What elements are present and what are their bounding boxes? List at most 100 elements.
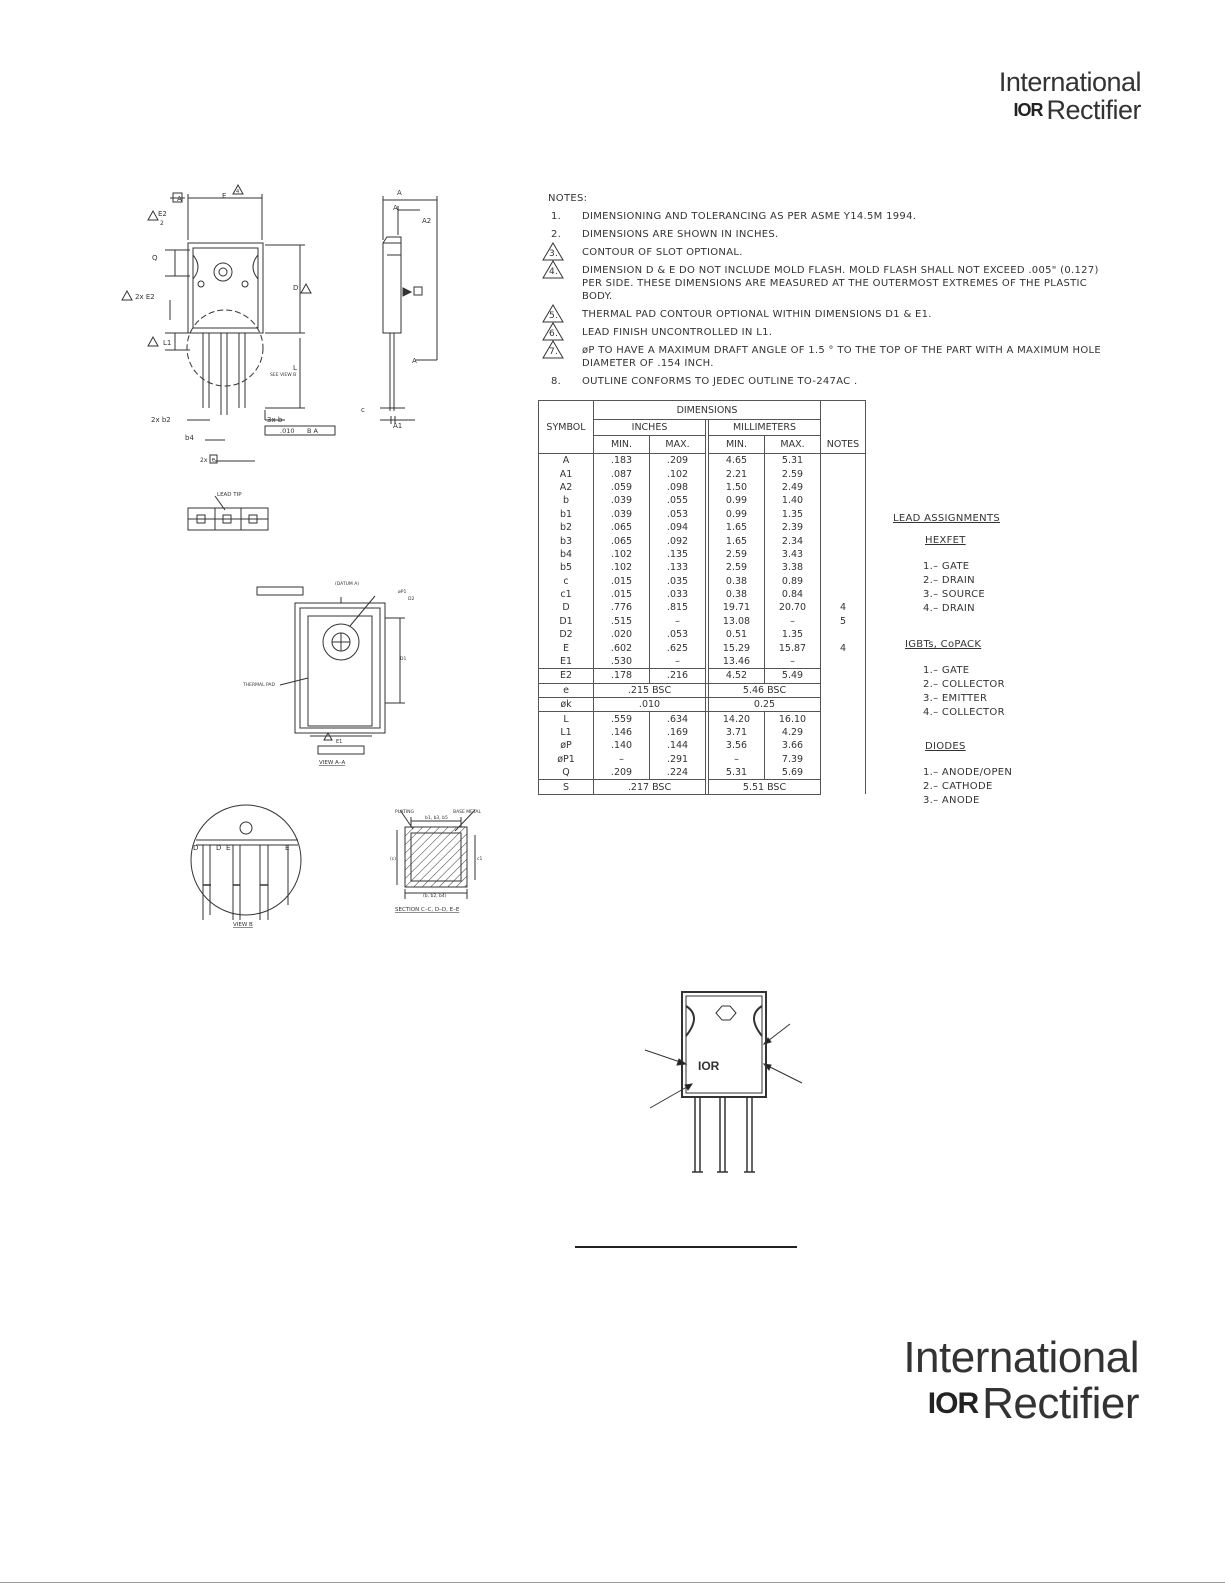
- table-cell: –: [649, 614, 706, 629]
- table-cell: 16.10: [764, 711, 821, 726]
- table-cell: .102: [593, 561, 650, 575]
- table-cell: .059: [593, 480, 650, 495]
- note-number: 2.: [548, 228, 582, 241]
- table-cell: 0.99: [708, 494, 765, 508]
- mm-max-header: MAX.: [764, 435, 821, 454]
- note-item: 1.DIMENSIONING AND TOLERANCING AS PER AS…: [548, 210, 1118, 223]
- table-cell: 0.51: [708, 628, 765, 642]
- note-triangle-marker: 4.: [542, 260, 582, 303]
- table-cell: 19.71: [708, 601, 765, 615]
- table-cell: [820, 534, 866, 548]
- table-cell: .039: [593, 507, 650, 521]
- notes-header: NOTES: [820, 400, 866, 454]
- svg-text:b1, b3, b5: b1, b3, b5: [425, 815, 448, 821]
- table-cell: 3.56: [708, 739, 765, 753]
- note-marker-text: 2.: [551, 229, 562, 240]
- mm-min-header: MIN.: [708, 435, 765, 454]
- table-cell: –: [764, 614, 821, 629]
- note-triangle-marker: 6.: [542, 322, 582, 341]
- lead-item: 3.– SOURCE: [923, 589, 986, 600]
- footer-logo-row: IOR Rectifier: [903, 1381, 1140, 1427]
- table-cell: .169: [649, 725, 706, 740]
- table-cell: b4: [538, 547, 594, 562]
- table-cell: øP1: [538, 752, 594, 766]
- table-cell: .010: [593, 697, 706, 713]
- table-cell: E: [538, 641, 594, 655]
- table-cell: [820, 520, 866, 535]
- note-item: 3.CONTOUR OF SLOT OPTIONAL.: [542, 242, 1118, 261]
- table-row: D1.515–13.08–5: [538, 614, 866, 629]
- table-cell: .144: [649, 739, 706, 753]
- table-cell: E2: [538, 668, 594, 684]
- table-cell: .140: [593, 739, 650, 753]
- table-cell: 13.08: [708, 614, 765, 629]
- svg-text:SEE VIEW B: SEE VIEW B: [270, 372, 296, 378]
- table-cell: 1.65: [708, 520, 765, 535]
- table-cell: 0.89: [764, 574, 821, 588]
- footer-ior-logo-mark: IOR: [927, 1387, 979, 1420]
- table-cell: .146: [593, 725, 650, 740]
- table-cell: –: [764, 654, 821, 669]
- svg-text:SECTION C–C, D–D, E–E: SECTION C–C, D–D, E–E: [395, 907, 460, 913]
- note-text: øP TO HAVE A MAXIMUM DRAFT ANGLE OF 1.5 …: [582, 345, 1102, 369]
- note-text: DIMENSION D & E DO NOT INCLUDE MOLD FLAS…: [582, 265, 1099, 302]
- table-cell: .065: [593, 534, 650, 548]
- note-item: 4.DIMENSION D & E DO NOT INCLUDE MOLD FL…: [542, 260, 1118, 303]
- table-cell: [820, 779, 866, 795]
- table-cell: .039: [593, 494, 650, 508]
- symbol-header: SYMBOL: [538, 400, 594, 454]
- table-cell: 7.39: [764, 752, 821, 766]
- dimensions-table: SYMBOL DIMENSIONS NOTES INCHES MILLIMETE…: [538, 400, 866, 795]
- table-cell: D: [538, 601, 594, 615]
- table-cell: 15.87: [764, 641, 821, 655]
- table-cell: 3.71: [708, 725, 765, 740]
- table-cell: b1: [538, 507, 594, 521]
- note-item: 6.LEAD FINISH UNCONTROLLED IN L1.: [542, 322, 1118, 341]
- note-text: THERMAL PAD CONTOUR OPTIONAL WITHIN DIME…: [582, 309, 932, 320]
- table-cell: .053: [649, 507, 706, 521]
- table-cell: b5: [538, 561, 594, 575]
- marking-divider-line: [575, 1246, 797, 1248]
- svg-text:4: 4: [236, 189, 239, 195]
- triangle-icon: [542, 322, 564, 341]
- table-cell: 2.49: [764, 480, 821, 495]
- note-marker-text: 1.: [551, 211, 562, 222]
- table-cell: [820, 547, 866, 562]
- table-cell: c1: [538, 587, 594, 602]
- table-cell: [820, 507, 866, 521]
- svg-text:A1: A1: [393, 422, 402, 430]
- table-cell: 1.50: [708, 480, 765, 495]
- svg-text:B A: B A: [307, 427, 319, 435]
- note-number: 8.: [548, 375, 582, 388]
- part-marking-drawing: IOR: [644, 991, 803, 1173]
- table-cell: .178: [593, 668, 650, 684]
- lead-item: 3.– EMITTER: [923, 693, 988, 704]
- svg-text:D: D: [216, 844, 221, 852]
- lead-group-title: IGBTs, CoPACK: [905, 639, 982, 650]
- table-cell: .135: [649, 547, 706, 562]
- table-cell: 2.21: [708, 467, 765, 481]
- logo-rectifier-text: Rectifier: [1046, 95, 1141, 125]
- table-cell: 0.38: [708, 587, 765, 602]
- table-cell: A1: [538, 467, 594, 481]
- lead-item: 4.– DRAIN: [923, 603, 975, 614]
- table-cell: .133: [649, 561, 706, 575]
- note-text: DIMENSIONS ARE SHOWN IN INCHES.: [582, 229, 779, 240]
- table-cell: .559: [593, 711, 650, 726]
- table-cell: .055: [649, 494, 706, 508]
- table-cell: b: [538, 494, 594, 508]
- svg-text:D1: D1: [400, 656, 406, 662]
- svg-text:e: e: [212, 457, 216, 464]
- table-cell: [820, 725, 866, 740]
- svg-text:A: A: [393, 204, 398, 212]
- table-cell: 1.40: [764, 494, 821, 508]
